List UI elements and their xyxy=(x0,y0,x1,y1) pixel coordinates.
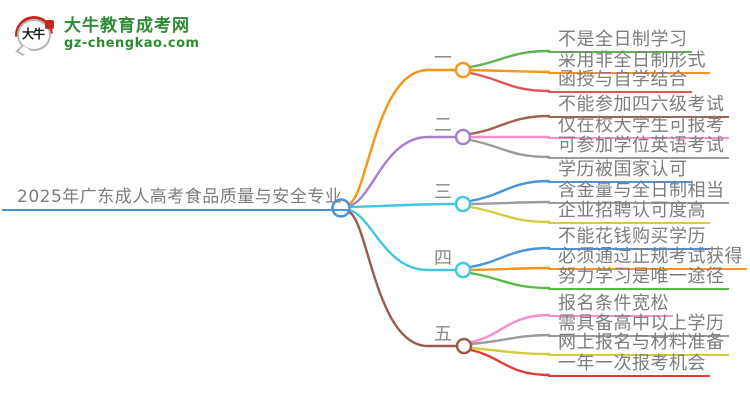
item-curve xyxy=(468,71,551,93)
item-curve xyxy=(468,138,551,159)
logo-seal-icon xyxy=(45,20,54,29)
mindmap-item[interactable]: 努力学习是唯一途径 xyxy=(548,267,729,290)
mindmap-item[interactable]: 网上报名与材料准备 xyxy=(548,333,729,356)
logo-text-block: 大牛教育成考网 gz-chengkao.com xyxy=(64,16,200,51)
branch-node-circle-1[interactable] xyxy=(454,61,472,79)
item-curve xyxy=(469,348,551,377)
logo-bubble-text: 大牛 xyxy=(21,27,45,41)
branch-node-circle-5[interactable] xyxy=(455,337,473,355)
branch-label-2[interactable]: 二 xyxy=(434,115,452,136)
item-curve xyxy=(468,68,551,74)
item-curve xyxy=(468,114,551,136)
mindmap-item[interactable]: 企业招聘认可度高 xyxy=(548,201,710,224)
item-curve xyxy=(468,271,551,290)
mindmap-item[interactable]: 必须通过正规考试获得 xyxy=(548,247,747,270)
mindmap-item[interactable]: 学历被国家认可 xyxy=(548,160,692,183)
branch-label-5[interactable]: 五 xyxy=(434,324,452,345)
mindmap-item[interactable]: 一年一次报考机会 xyxy=(548,354,710,377)
branch-label-3[interactable]: 三 xyxy=(434,182,452,203)
item-curve xyxy=(468,49,551,69)
mindmap-item[interactable]: 报名条件宽松 xyxy=(548,294,673,317)
item-curve xyxy=(468,246,551,269)
item-curve xyxy=(468,205,551,224)
branch-curve-3 xyxy=(348,202,458,209)
mindmap-item[interactable]: 需具备高中以上学历 xyxy=(548,314,729,337)
mindmap-item[interactable]: 可参加学位英语考试 xyxy=(548,136,729,159)
mindmap-item[interactable]: 不能花钱购买学历 xyxy=(548,227,710,250)
branch-label-4[interactable]: 四 xyxy=(434,248,452,269)
site-logo[interactable]: 大牛 大牛教育成考网 gz-chengkao.com xyxy=(7,8,200,62)
logo-title: 大牛教育成考网 xyxy=(64,15,190,36)
item-curve xyxy=(469,346,551,356)
item-curve xyxy=(468,266,551,272)
mindmap-item[interactable]: 采用非全日制形式 xyxy=(548,51,710,74)
branch-node-circle-2[interactable] xyxy=(454,128,472,146)
item-curve xyxy=(468,200,551,206)
logo-subtitle: gz-chengkao.com xyxy=(64,35,200,51)
root-node[interactable]: 2025年广东成人高考食品质量与安全专业 xyxy=(2,188,349,211)
mindmap-item[interactable]: 不能参加四六级考试 xyxy=(548,95,729,118)
logo-bubble-icon: 大牛 xyxy=(7,8,61,62)
item-curve xyxy=(469,313,551,344)
mindmap-item[interactable]: 函授与自学结合 xyxy=(548,70,692,93)
item-curve xyxy=(469,333,551,346)
mindmap-item[interactable]: 含金量与全日制相当 xyxy=(548,181,729,204)
branch-node-circle-4[interactable] xyxy=(454,261,472,279)
item-curve xyxy=(468,179,551,203)
branch-label-1[interactable]: 一 xyxy=(434,48,452,69)
branch-node-circle-3[interactable] xyxy=(454,195,472,213)
mindmap-item[interactable]: 不是全日制学习 xyxy=(548,30,692,53)
mindmap-item[interactable]: 仅在校大学生可报考 xyxy=(548,116,729,139)
